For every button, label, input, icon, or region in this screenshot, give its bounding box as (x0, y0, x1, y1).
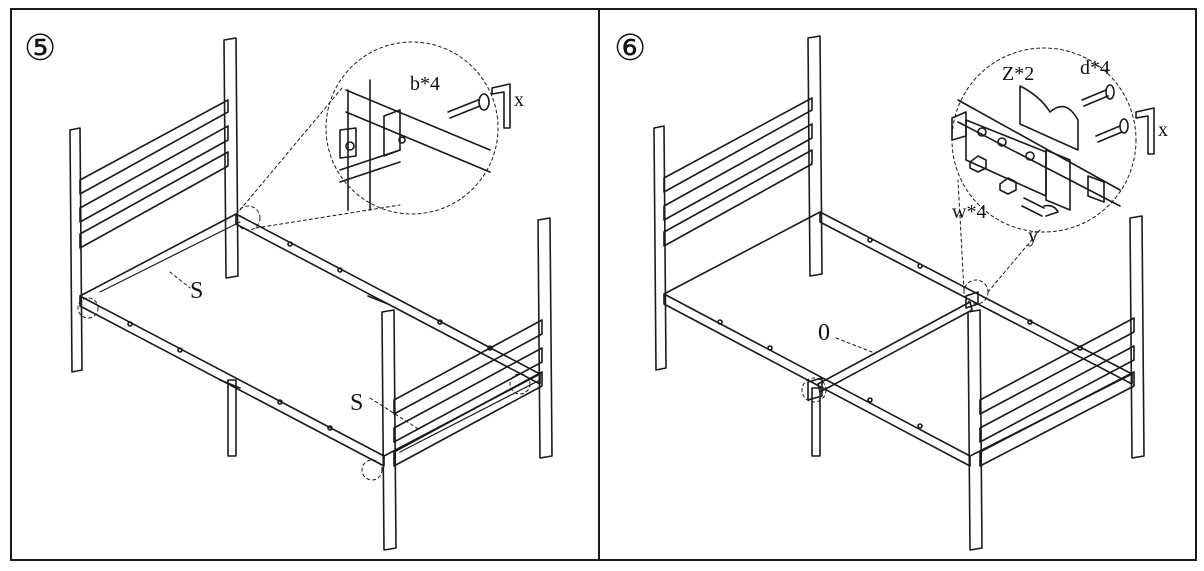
headboard (69, 37, 239, 373)
wrench-label: y (1028, 225, 1038, 247)
instruction-sheet (10, 8, 1197, 561)
bracket-label: Z*2 (1002, 63, 1034, 85)
step-5-panel: ⑤ (24, 28, 553, 551)
step-6-labels: Z*2 d*4 x w*4 y 0 (818, 57, 1168, 346)
side-rails (663, 211, 1133, 467)
side-rails (79, 213, 541, 467)
panel-divider (598, 8, 600, 561)
center-rail-label: 0 (818, 320, 830, 346)
allen-key-icon (1135, 107, 1155, 155)
tool-label: x (514, 89, 524, 111)
slat-label-upper: S (190, 278, 203, 304)
detail-6-magnifier (951, 84, 1155, 217)
tool-label: x (1158, 119, 1168, 141)
bolt-label: b*4 (410, 73, 440, 95)
z-bracket (1019, 85, 1079, 151)
slat-lines (99, 221, 541, 453)
step-6-number: ⑥ (614, 28, 646, 68)
callout-leaders (77, 41, 531, 481)
headboard (653, 35, 823, 371)
slat-label-lower: S (350, 390, 363, 416)
step-5-number: ⑤ (24, 28, 56, 68)
detail-5-magnifier (339, 79, 511, 211)
footboard (381, 217, 553, 551)
step-5-labels: b*4 x S S (190, 73, 524, 416)
step-6-panel: ⑥ (614, 28, 1168, 551)
allen-key-icon (491, 83, 511, 129)
wrench-icon (1021, 197, 1045, 217)
washer-label: w*4 (952, 201, 986, 223)
center-rail (807, 291, 979, 401)
bolt-label: d*4 (1080, 57, 1110, 79)
footboard (967, 215, 1145, 551)
